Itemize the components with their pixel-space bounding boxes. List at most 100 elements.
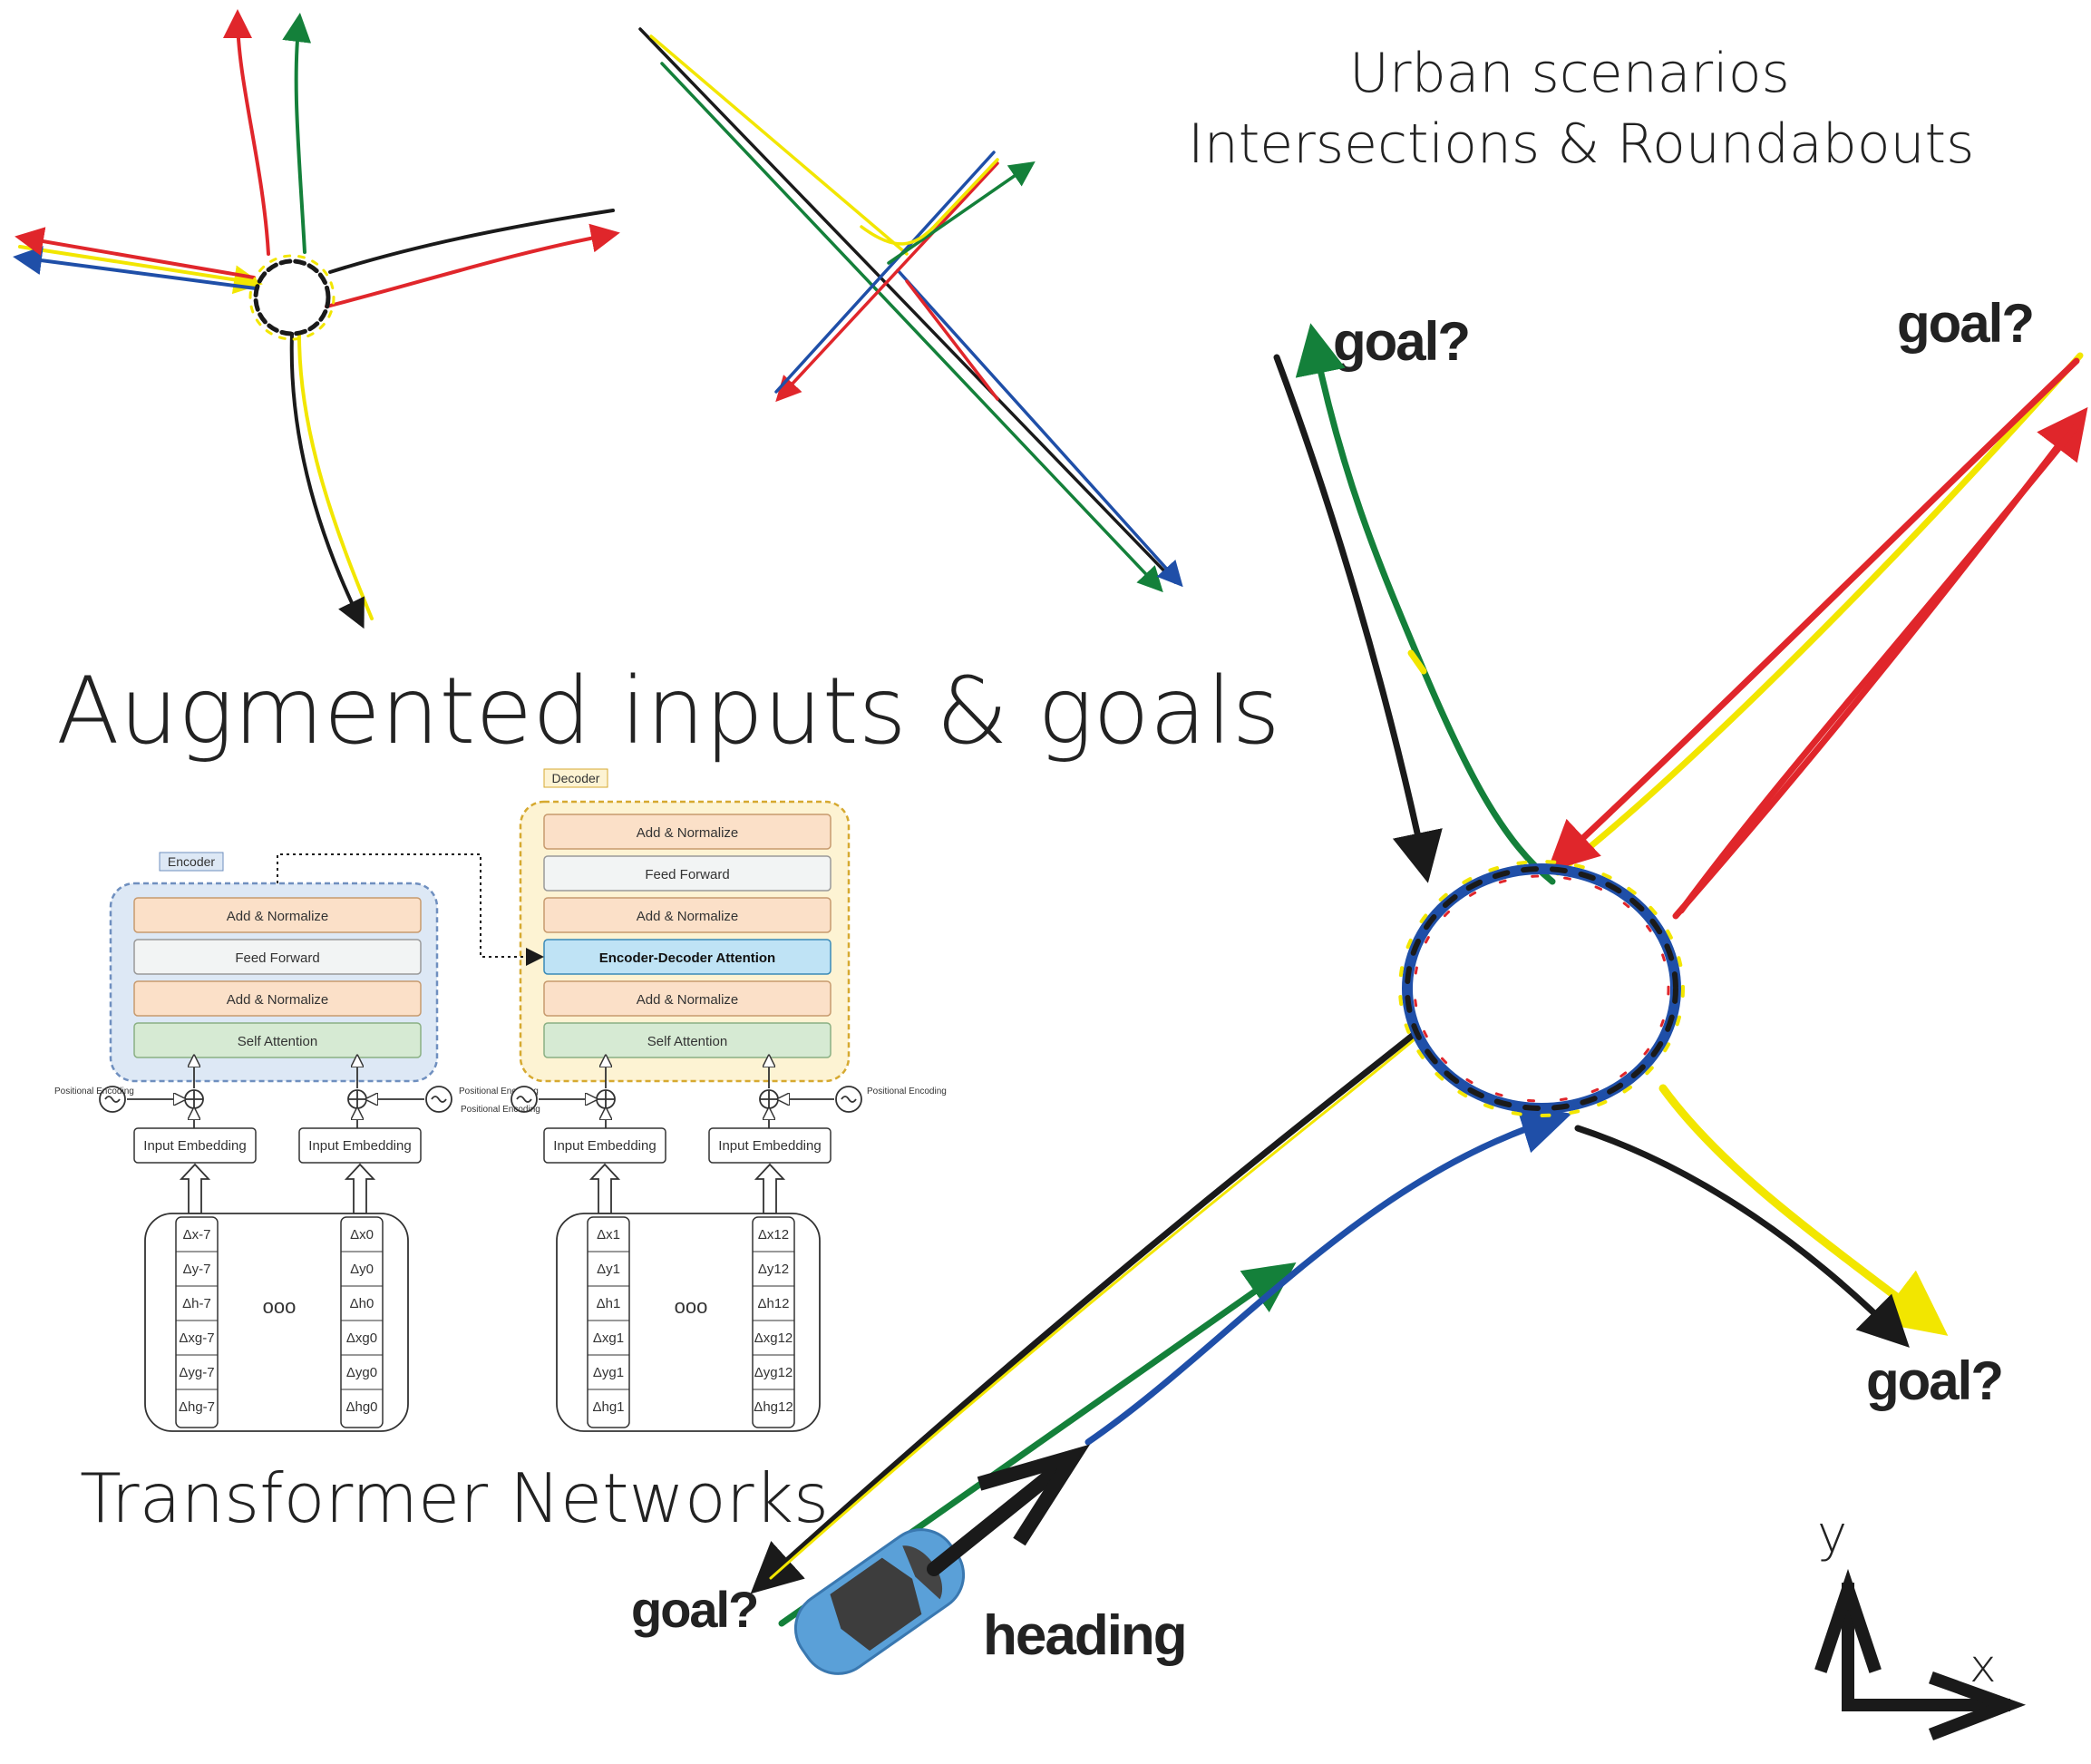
big-rb-green-north-out: [1295, 323, 1556, 885]
enc-token-first-5: Δyg-7: [179, 1365, 214, 1380]
decoder-tag-text: Decoder: [552, 771, 600, 785]
encoder-layer-2: Feed Forward: [235, 950, 319, 966]
enc-token-last-5: Δyg0: [346, 1365, 377, 1380]
dec-token-last-4: Δxg12: [754, 1330, 793, 1346]
encoder-positional-encoding-right: Positional Encoding: [459, 1087, 539, 1096]
enc-token-last-1: Δx0: [350, 1227, 374, 1243]
dec-token-last-5: Δyg12: [754, 1365, 793, 1380]
small-rb-traj-black-east: [328, 209, 615, 274]
big-rb-yellow-sw: [769, 1038, 1416, 1580]
decoder-layer-3: Add & Normalize: [637, 909, 739, 924]
enc-token-first-1: Δx-7: [183, 1227, 211, 1243]
encoder-token-labels: Δx-7 Δy-7 Δh-7 Δxg-7 Δyg-7 Δhg-7 Δx0 Δy0…: [179, 1227, 378, 1415]
encoder-decoder-connector: [277, 853, 544, 966]
small-rb-traj-blue-west: [13, 246, 258, 290]
axis-y-arrow: [1814, 1568, 1882, 1673]
goal-label-top-right: goal?: [1897, 293, 2035, 354]
enc-token-ellipsis: ooo: [263, 1295, 297, 1318]
intersection-red-sw: [775, 161, 999, 403]
augmented-inputs-heading: Augmented inputs & goals: [56, 658, 1280, 765]
small-rb-traj-yellow-south: [297, 334, 374, 620]
heading-arrow-head: [977, 1444, 1091, 1546]
big-rb-black-north-in: [1273, 354, 1443, 883]
small-roundabout-trajectories: [13, 9, 620, 629]
dec-token-last-3: Δh12: [757, 1296, 789, 1311]
decoder-layer-2: Feed Forward: [645, 867, 729, 882]
decoder-embedding-first-text: Input Embedding: [553, 1138, 656, 1154]
dec-token-first-3: Δh1: [597, 1296, 621, 1311]
intersection-green-diag: [660, 62, 1163, 593]
decoder-layers: Add & Normalize Feed Forward Add & Norma…: [543, 814, 832, 1058]
intersection-yellow-nw: [649, 34, 909, 256]
token-dividers: [176, 1251, 794, 1390]
encoder-embedding-last: [298, 1127, 422, 1164]
token-columns: [175, 1216, 795, 1428]
decoder-positional-encoding-right: Positional Encoding: [867, 1087, 947, 1096]
decoder-tag: [543, 768, 608, 788]
heading-arrow-shaft: [927, 1458, 1070, 1576]
decoder-layer-4: Encoder-Decoder Attention: [599, 950, 775, 966]
dec-token-last-2: Δy12: [758, 1262, 789, 1277]
goal-label-right: goal?: [1866, 1350, 2004, 1411]
big-rb-black-se: [1574, 1125, 1910, 1348]
encoder-layer-1: Add & Normalize: [227, 909, 329, 924]
intersection-blue-se: [896, 268, 1183, 588]
intersections-roundabouts-heading: Intersections & Roundabouts: [1188, 112, 1975, 176]
encoder-embedding-first: [133, 1127, 257, 1164]
big-roundabout-ring-yellow: [1398, 860, 1685, 1117]
encoder-tag-text: Encoder: [168, 854, 215, 869]
encoder-tag: [159, 852, 224, 872]
transformer-networks-heading: Transformer Networks: [80, 1458, 830, 1538]
goal-label-bottom-left: goal?: [631, 1581, 759, 1638]
decoder-token-labels: Δx1 Δy1 Δh1 Δxg1 Δyg1 Δhg1 Δx12 Δy12 Δh1…: [592, 1227, 793, 1415]
enc-token-first-3: Δh-7: [182, 1296, 211, 1311]
encoder-input-flow: [99, 1057, 452, 1128]
enc-token-last-3: Δh0: [350, 1296, 374, 1311]
transformer-diagram: Encoder Add & Normalize Feed Forward Add…: [54, 768, 947, 1432]
intersection-green-ne: [887, 161, 1036, 265]
heading-label: heading: [983, 1604, 1188, 1667]
decoder-layer-1: Add & Normalize: [637, 825, 739, 841]
dec-token-first-4: Δxg1: [593, 1330, 624, 1346]
encoder-embedding-first-text: Input Embedding: [143, 1138, 246, 1154]
big-roundabout-trajectories: [750, 323, 2088, 1627]
enc-token-first-4: Δxg-7: [179, 1330, 214, 1346]
enc-token-first-6: Δhg-7: [179, 1399, 215, 1415]
intersection-yellow-turn: [860, 158, 999, 246]
decoder-layer-5: Add & Normalize: [637, 992, 739, 1008]
encoder-positional-encoding-left: Positional Encoding: [54, 1087, 134, 1096]
car-roof: [830, 1557, 922, 1652]
decoder-layer-6: Self Attention: [647, 1034, 727, 1049]
car-windshield: [902, 1545, 942, 1600]
big-rb-blue-sw-in: [1084, 1104, 1572, 1446]
big-roundabout-ring-red: [1413, 874, 1670, 1103]
big-roundabout-ring-black: [1405, 866, 1678, 1111]
big-rb-red-ne-in-1: [1546, 357, 2080, 872]
big-rb-black-sw-out: [750, 1030, 1418, 1594]
enc-token-last-4: Δxg0: [346, 1330, 377, 1346]
encoder-layer-4: Self Attention: [238, 1034, 317, 1049]
dec-token-ellipsis: ooo: [675, 1295, 708, 1318]
enc-token-last-2: Δy0: [350, 1262, 374, 1277]
decoder-embedding-first: [543, 1127, 666, 1164]
dec-token-first-1: Δx1: [597, 1227, 620, 1243]
encoder-layers: Add & Normalize Feed Forward Add & Norma…: [133, 897, 422, 1058]
big-rb-red-ne-in-2: [1678, 423, 2080, 914]
small-roundabout-ring: [253, 258, 331, 336]
axis-y-label: y: [1817, 1506, 1848, 1564]
small-rb-traj-black-south: [289, 332, 365, 629]
decoder-embedding-last: [708, 1127, 832, 1164]
intersection-black-diag: [638, 27, 1177, 584]
decoder-positional-encoding-left: Positional Encoding: [461, 1105, 540, 1115]
goal-label-top-left: goal?: [1333, 311, 1471, 372]
dec-token-first-5: Δyg1: [593, 1365, 624, 1380]
big-rb-yellow-se: [1658, 1084, 1949, 1336]
axis-x-arrow: [1928, 1671, 2027, 1741]
intersection-blue-sw: [774, 151, 996, 394]
decoder-embedding-last-text: Input Embedding: [718, 1138, 821, 1154]
dec-token-first-6: Δhg1: [592, 1399, 624, 1415]
axis-x-label: x: [1969, 1640, 1997, 1692]
small-roundabout-ring-yellow: [248, 254, 336, 341]
decoder-input-flow: [511, 1057, 862, 1128]
